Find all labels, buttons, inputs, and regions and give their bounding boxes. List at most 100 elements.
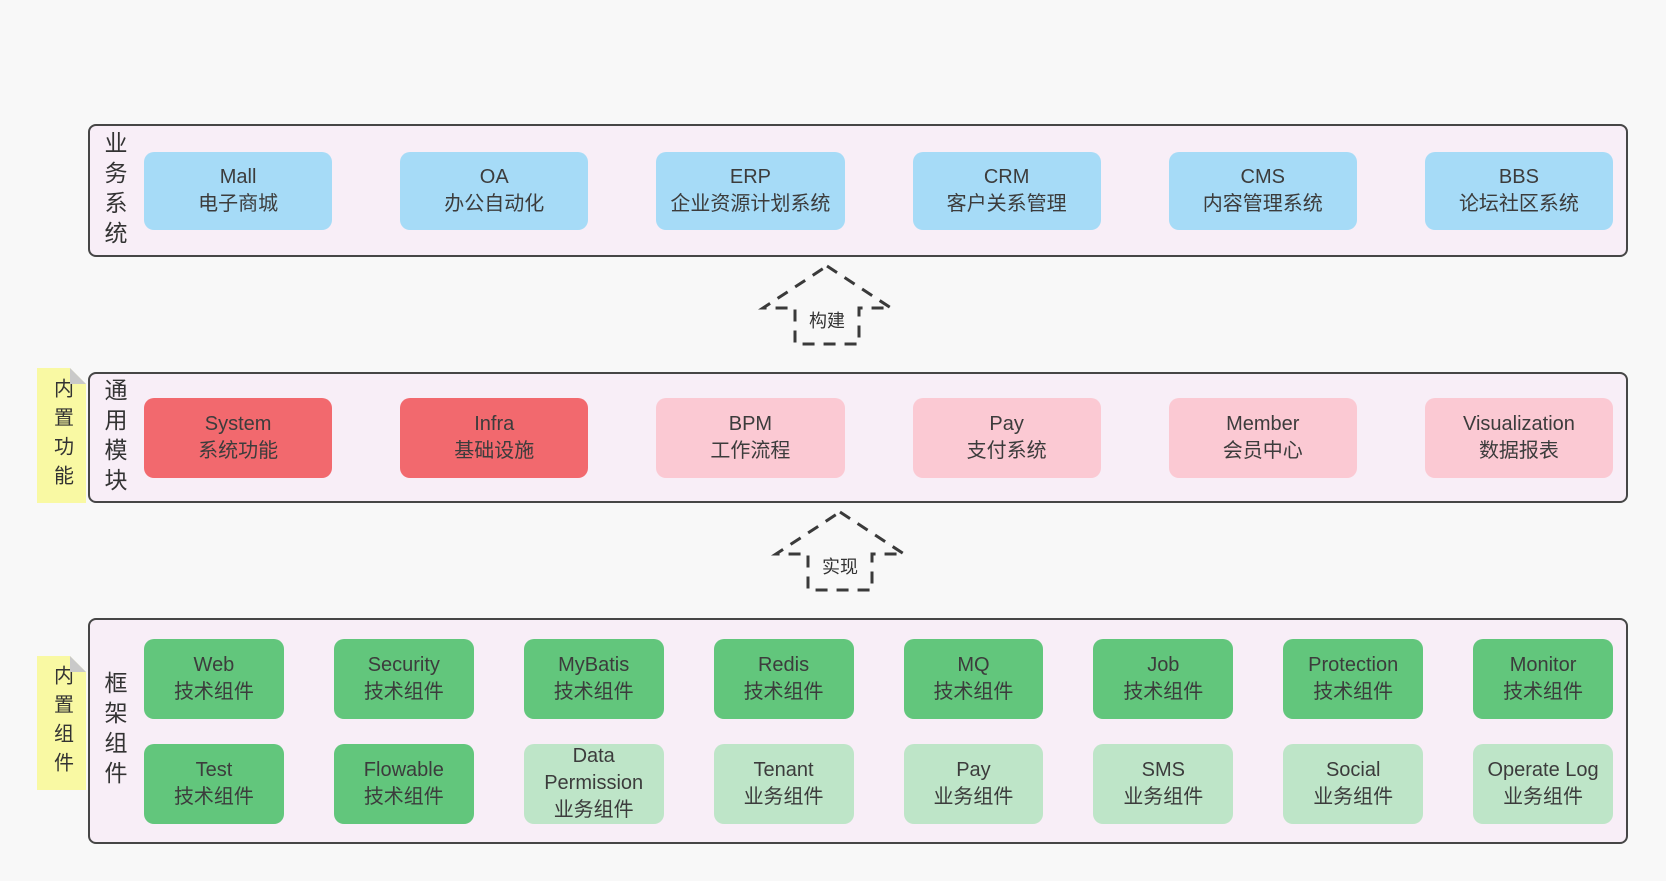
dashed-up-arrow-icon — [770, 510, 910, 592]
module-title: Redis — [757, 653, 810, 676]
module-subtitle: 技术组件 — [553, 680, 634, 703]
module-box-job: Job 技术组件 — [1093, 638, 1234, 719]
module-subtitle: 内容管理系统 — [1202, 192, 1323, 215]
sticky-note-built-in-components: 内置组件 — [37, 656, 86, 790]
module-box-data-permission: Data Permission 业务组件 — [523, 743, 664, 824]
module-title: BBS — [1498, 165, 1539, 188]
arrow-implement-label: 实现 — [819, 553, 861, 579]
module-subtitle: 工作流程 — [710, 439, 791, 462]
module-box-test: Test 技术组件 — [144, 743, 284, 824]
module-box-visualization: Visualization 数据报表 — [1424, 397, 1614, 478]
module-title: Pay — [989, 412, 1024, 435]
band-label-business-systems: 业务系统 — [101, 130, 127, 251]
module-box-system: System 系统功能 — [144, 397, 333, 478]
module-subtitle: 技术组件 — [173, 680, 254, 703]
module-box-protection: Protection 技术组件 — [1283, 638, 1424, 719]
module-subtitle: 技术组件 — [363, 680, 444, 703]
module-box-infra: Infra 基础设施 — [400, 397, 589, 478]
module-subtitle: 技术组件 — [743, 680, 824, 703]
module-subtitle: 论坛社区系统 — [1458, 192, 1579, 215]
module-title: Mall — [219, 165, 257, 188]
module-title: Social — [1325, 758, 1381, 781]
module-subtitle: 业务组件 — [1123, 785, 1204, 808]
module-row: System 系统功能 Infra 基础设施 BPM 工作流程 Pay 支付系统 Member 会… — [144, 397, 1614, 478]
module-title: Flowable — [363, 758, 444, 781]
module-subtitle: 数据报表 — [1478, 439, 1559, 462]
module-title: Visualization — [1462, 412, 1575, 435]
module-subtitle: 技术组件 — [1313, 680, 1394, 703]
module-subtitle: 支付系统 — [966, 439, 1047, 462]
module-title: Member — [1226, 412, 1300, 435]
module-title: BPM — [728, 412, 773, 435]
module-subtitle: 业务组件 — [553, 799, 634, 821]
module-title: Pay — [956, 758, 991, 781]
module-subtitle: 技术组件 — [1503, 680, 1584, 703]
sticky-note-label: 内置功能 — [50, 377, 73, 494]
module-title: Infra — [474, 412, 515, 435]
module-subtitle: 系统功能 — [198, 439, 279, 462]
module-title: Protection — [1308, 653, 1399, 676]
band-rows-common-modules: System 系统功能 Infra 基础设施 BPM 工作流程 Pay 支付系统 Member 会… — [125, 397, 1626, 478]
module-subtitle: 基础设施 — [454, 439, 535, 462]
module-title: Test — [195, 758, 233, 781]
band-label-framework-components: 框架组件 — [101, 671, 127, 791]
module-box-pay: Pay 业务组件 — [903, 743, 1044, 824]
module-title: Tenant — [753, 758, 814, 781]
module-box-member: Member 会员中心 — [1168, 397, 1357, 478]
module-subtitle: 会员中心 — [1222, 439, 1303, 462]
module-title: ERP — [729, 165, 771, 188]
module-subtitle: 技术组件 — [933, 680, 1014, 703]
module-title: CRM — [983, 165, 1030, 188]
module-box-pay: Pay 支付系统 — [912, 397, 1101, 478]
module-title: Monitor — [1509, 653, 1577, 676]
module-box-operate-log: Operate Log 业务组件 — [1473, 743, 1613, 824]
sticky-note-built-in-features: 内置功能 — [37, 368, 86, 503]
band-label-common-modules: 通用模块 — [101, 377, 127, 498]
module-title: CMS — [1240, 165, 1285, 188]
module-title: MQ — [957, 653, 990, 676]
module-box-mq: MQ 技术组件 — [903, 638, 1044, 719]
module-title: Security — [367, 653, 440, 676]
folded-corner-icon — [70, 656, 86, 672]
module-subtitle: 技术组件 — [1123, 680, 1204, 703]
module-box-redis: Redis 技术组件 — [713, 638, 854, 719]
module-subtitle: 技术组件 — [173, 785, 254, 808]
module-box-security: Security 技术组件 — [333, 638, 474, 719]
module-box-mall: Mall 电子商城 — [144, 151, 333, 230]
module-title: OA — [479, 165, 509, 188]
module-title: Web — [193, 653, 235, 676]
module-title: Data Permission — [544, 745, 644, 794]
module-subtitle: 客户关系管理 — [946, 192, 1067, 215]
arrow-build: 构建 — [757, 262, 897, 348]
module-title: SMS — [1141, 758, 1185, 781]
module-subtitle: 办公自动化 — [444, 192, 545, 215]
module-box-sms: SMS 业务组件 — [1093, 743, 1234, 824]
module-box-crm: CRM 客户关系管理 — [912, 151, 1101, 230]
module-subtitle: 电子商城 — [198, 192, 279, 215]
module-title: System — [204, 412, 272, 435]
module-box-bbs: BBS 论坛社区系统 — [1424, 151, 1614, 230]
module-box-oa: OA 办公自动化 — [400, 151, 589, 230]
module-subtitle: 业务组件 — [933, 785, 1014, 808]
dashed-up-arrow-icon — [757, 264, 897, 346]
band-common-modules: 通用模块 System 系统功能 Infra 基础设施 BPM 工作流程 Pay 支付系统 Me… — [88, 372, 1628, 503]
module-title: Operate Log — [1487, 758, 1599, 781]
module-box-bpm: BPM 工作流程 — [656, 397, 845, 478]
module-box-monitor: Monitor 技术组件 — [1473, 638, 1613, 719]
sticky-note-label: 内置组件 — [50, 665, 73, 781]
module-subtitle: 业务组件 — [1503, 785, 1584, 808]
module-subtitle: 业务组件 — [1313, 785, 1394, 808]
folded-corner-icon — [70, 368, 86, 384]
module-title: Job — [1147, 653, 1180, 676]
module-box-social: Social 业务组件 — [1283, 743, 1424, 824]
arrow-build-label: 构建 — [806, 307, 848, 333]
